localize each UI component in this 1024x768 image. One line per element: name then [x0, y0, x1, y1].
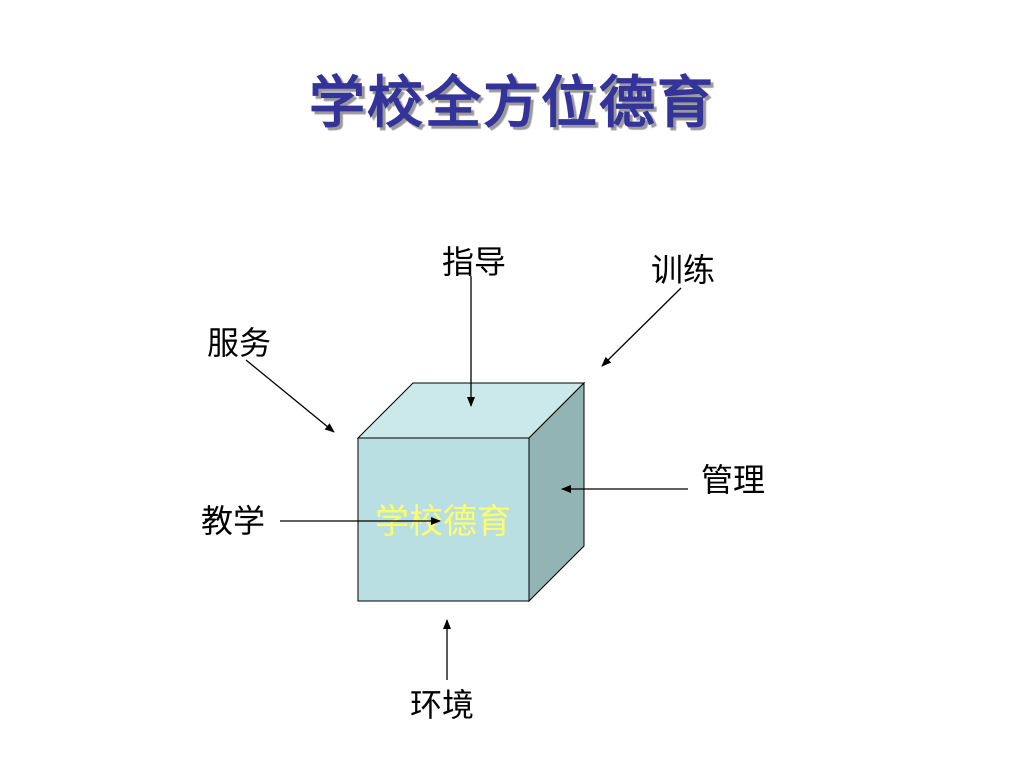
- arrow-training: [601, 287, 682, 367]
- labels: 指导 训练 服务 管理 教学 环境: [201, 243, 765, 724]
- page-title: 学校全方位德育: [309, 71, 715, 136]
- label-environment: 环境: [410, 686, 474, 724]
- cube: 学校德育: [356, 381, 586, 603]
- cube-front-face: [357, 437, 530, 602]
- label-service: 服务: [207, 324, 271, 362]
- arrow-service: [245, 359, 335, 433]
- cube-label: 学校德育: [375, 502, 511, 542]
- label-guidance: 指导: [442, 243, 506, 281]
- label-teaching: 教学: [201, 502, 265, 540]
- label-management: 管理: [701, 461, 765, 499]
- arrows: [245, 276, 688, 680]
- label-training: 训练: [651, 251, 715, 289]
